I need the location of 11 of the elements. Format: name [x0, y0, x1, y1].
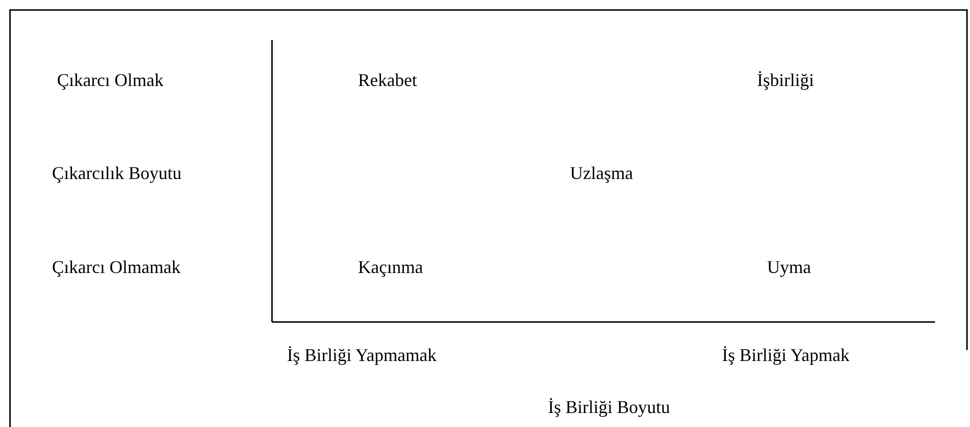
- axis-title: Çıkarcılık Boyutu: [52, 162, 182, 184]
- strategy-label: Kaçınma: [358, 256, 423, 278]
- strategy-label: İşbirliği: [757, 69, 814, 91]
- axis-category-label: İş Birliği Yapmak: [722, 344, 850, 366]
- axis-title: İş Birliği Boyutu: [548, 396, 670, 418]
- axis-category-label: Çıkarcı Olmamak: [52, 256, 180, 278]
- axis-category-label: İş Birliği Yapmamak: [287, 344, 437, 366]
- axis-category-label: Çıkarcı Olmak: [57, 69, 164, 91]
- strategy-label: Uyma: [767, 256, 811, 278]
- strategy-label: Uzlaşma: [570, 162, 633, 184]
- strategy-label: Rekabet: [358, 69, 417, 91]
